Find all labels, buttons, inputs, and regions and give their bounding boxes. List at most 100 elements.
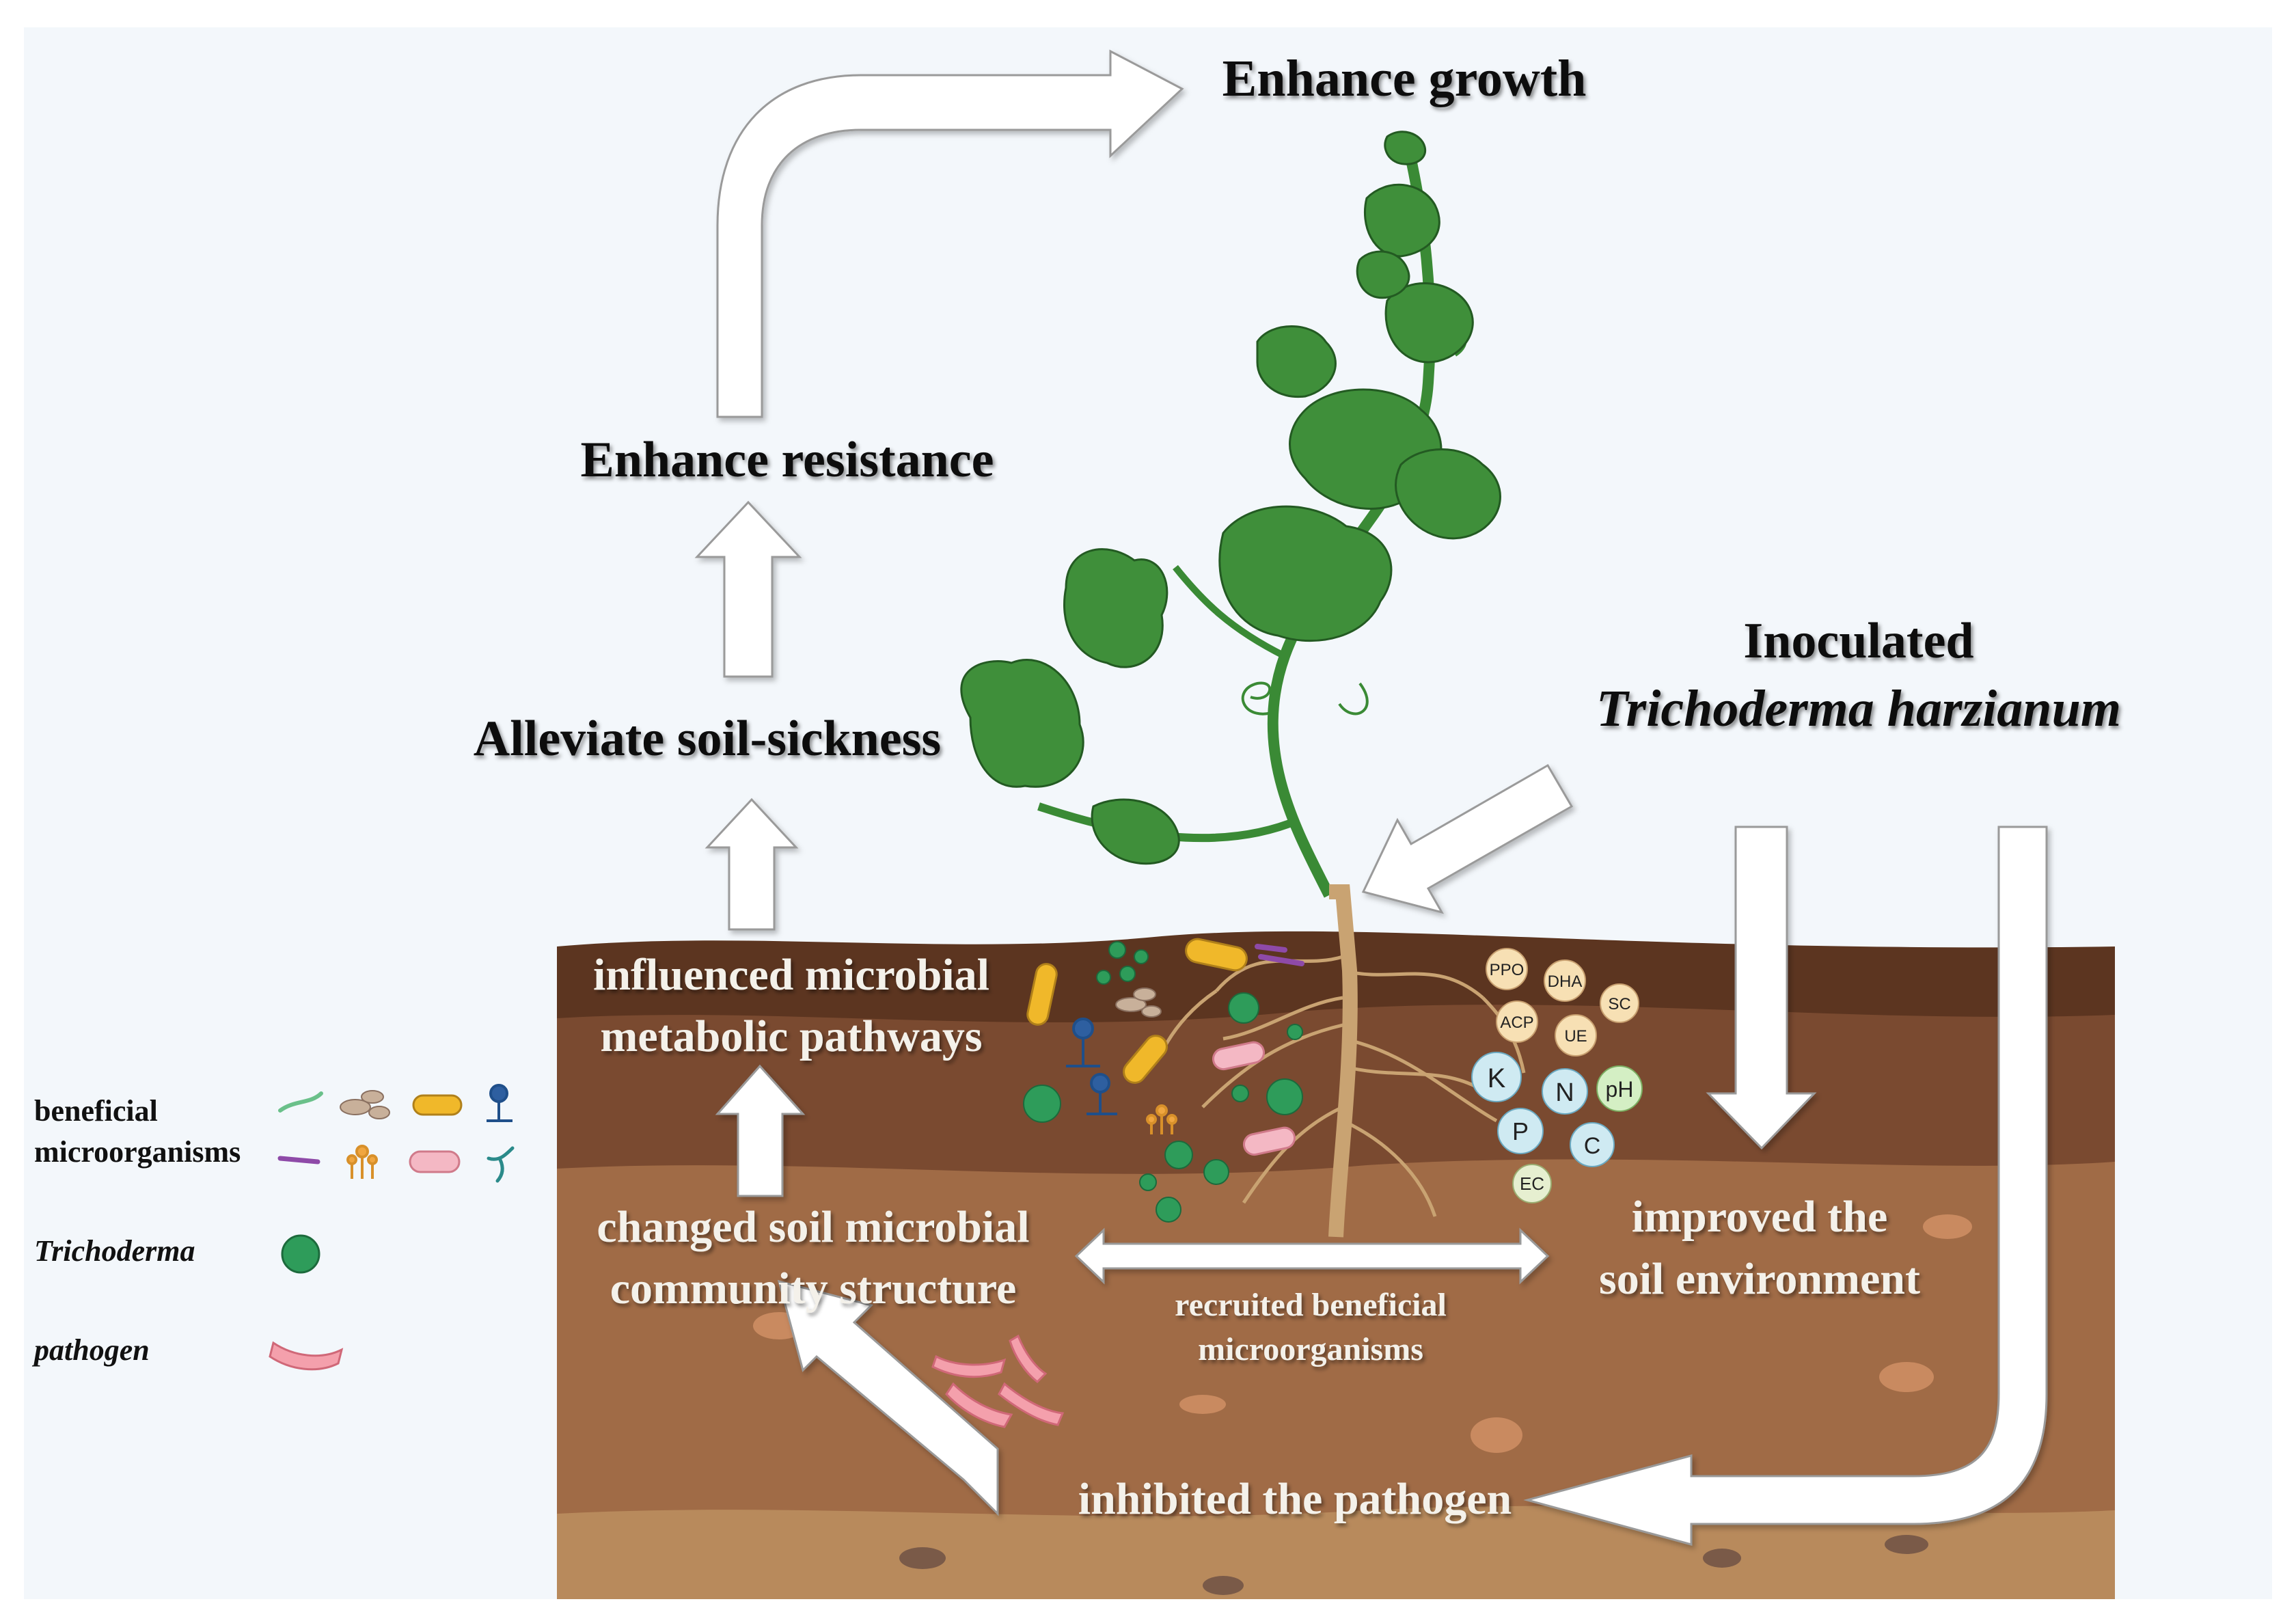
label-enhance-growth: Enhance growth [1222, 50, 1587, 107]
badge-c [1570, 1122, 1615, 1167]
trichoderma-spore [1119, 966, 1136, 982]
plant-taproot [1328, 884, 1358, 1238]
pathogen-crescent [945, 1382, 1013, 1428]
badge-label: EC [1520, 1173, 1544, 1194]
bacteria-pink [1242, 1126, 1296, 1156]
label-recruited-line1: recruited beneficial [1175, 1287, 1447, 1323]
legend-icon-pathogen [269, 1341, 344, 1371]
bacteria-filament [1258, 954, 1304, 966]
leaf [960, 659, 1084, 788]
arrow-to-community [777, 1279, 999, 1516]
badge-n [1542, 1068, 1588, 1115]
trichoderma-spore [1108, 941, 1126, 959]
plant-illustration [960, 131, 1526, 1238]
soil-layer-bottom [557, 1506, 2115, 1599]
trichoderma-spore [1228, 992, 1259, 1024]
plant-tendril [1241, 681, 1279, 716]
legend-pathogen: pathogen [31, 1333, 150, 1367]
legend-icon-filament-green [278, 1091, 323, 1113]
leaf [1356, 250, 1410, 299]
arrow-to-inhibited [1523, 826, 2048, 1546]
bacteria-rod [1185, 938, 1248, 972]
label-metabolic-line1: influenced microbial [593, 950, 989, 1000]
bacteria-pink [1212, 1041, 1265, 1071]
trichoderma-spore [1231, 1085, 1249, 1102]
legend-icon-cluster-tan [340, 1090, 390, 1119]
leaf [1363, 183, 1440, 258]
trichoderma-spore [1203, 1159, 1229, 1185]
trichoderma-spore [1023, 1085, 1061, 1123]
badge-label: ACP [1500, 1013, 1533, 1032]
double-arrow-recruited [1074, 1227, 1550, 1285]
label-inoculated-line1: Inoculated [1743, 613, 1973, 669]
legend-beneficial-line1: beneficial [34, 1094, 158, 1128]
plant-branch-mid [1173, 564, 1287, 659]
badge-label: N [1555, 1078, 1574, 1107]
arrow-up-alleviate [705, 798, 799, 931]
badges: PPO DHA SC ACP UE K N pH P C EC [1471, 948, 1643, 1203]
legend-icon-fungus-orange [346, 1145, 378, 1179]
soil-microbes [931, 938, 1304, 1428]
nutrient-badges [1471, 1052, 1643, 1203]
label-inhibited: inhibited the pathogen [1078, 1474, 1512, 1524]
arrow-up-resistance [694, 500, 802, 678]
label-alleviate: Alleviate soil-sickness [474, 711, 941, 767]
flow-arrows [694, 49, 2048, 1546]
label-enhance-resistance: Enhance resistance [580, 432, 994, 488]
badge-label: pH [1606, 1077, 1634, 1102]
legend-icon-fungus-blue [487, 1084, 512, 1122]
leaf [1091, 798, 1180, 865]
bacteria-rod [1123, 1035, 1168, 1084]
badge-k [1471, 1052, 1522, 1102]
label-improved-line2: soil environment [1599, 1254, 1920, 1304]
leaf [1218, 505, 1393, 642]
badge-label: DHA [1548, 972, 1583, 991]
bacteria-rod [1026, 963, 1058, 1026]
legend-beneficial-line2: microorganisms [34, 1135, 241, 1169]
trichoderma-spore [1139, 1173, 1157, 1191]
legend-icon-rod-yellow [412, 1094, 463, 1116]
pathogen-crescent [931, 1354, 1007, 1378]
pathogen-crescent [998, 1382, 1065, 1426]
bacteria-filament [1255, 944, 1287, 953]
badge-sc [1600, 983, 1639, 1023]
arrow-up-metabolic [715, 1064, 806, 1197]
microbe-cluster [1115, 987, 1162, 1018]
badge-label: PPO [1490, 961, 1525, 979]
legend: beneficial microorganisms Trichoderma pa… [31, 1084, 515, 1371]
legend-icon-rod-pink [409, 1150, 461, 1173]
badge-label: P [1512, 1117, 1529, 1145]
badge-ue [1555, 1014, 1597, 1057]
leaf [1384, 131, 1427, 165]
trichoderma-spore [1287, 1024, 1303, 1040]
badge-ph [1596, 1065, 1643, 1112]
label-inoculated-line2: Trichoderma harzianum [1596, 680, 2121, 737]
label-metabolic-line2: metabolic pathways [600, 1011, 982, 1061]
badge-label: K [1488, 1063, 1506, 1093]
legend-icon-hypha-teal [487, 1146, 515, 1183]
badge-label: UE [1564, 1027, 1587, 1046]
badge-p [1497, 1108, 1544, 1154]
leaf [1256, 325, 1337, 398]
trichoderma-spore [1156, 1197, 1181, 1223]
arrow-to-enhance-growth [716, 49, 1184, 418]
arrow-down-improved [1706, 826, 1817, 1150]
leaf [1063, 548, 1168, 668]
badge-label: SC [1608, 995, 1630, 1013]
badge-ec [1512, 1164, 1552, 1203]
trichoderma-spore [1096, 970, 1111, 985]
legend-beneficial-icons [277, 1084, 515, 1183]
arrow-to-plant-base [1361, 763, 1574, 914]
enzyme-badges [1486, 948, 1639, 1057]
label-improved-line1: improved the [1632, 1192, 1888, 1242]
pathogen-crescent [1009, 1334, 1048, 1383]
legend-icon-filament-purple [277, 1156, 320, 1164]
leaf [1384, 282, 1474, 364]
badge-dha [1544, 959, 1586, 1002]
plant-tendril [1338, 682, 1369, 716]
trichoderma-spore [1164, 1141, 1193, 1169]
label-community-line2: community structure [610, 1264, 1017, 1313]
legend-trichoderma: Trichoderma [34, 1234, 195, 1268]
legend-icon-trichoderma [281, 1234, 320, 1274]
